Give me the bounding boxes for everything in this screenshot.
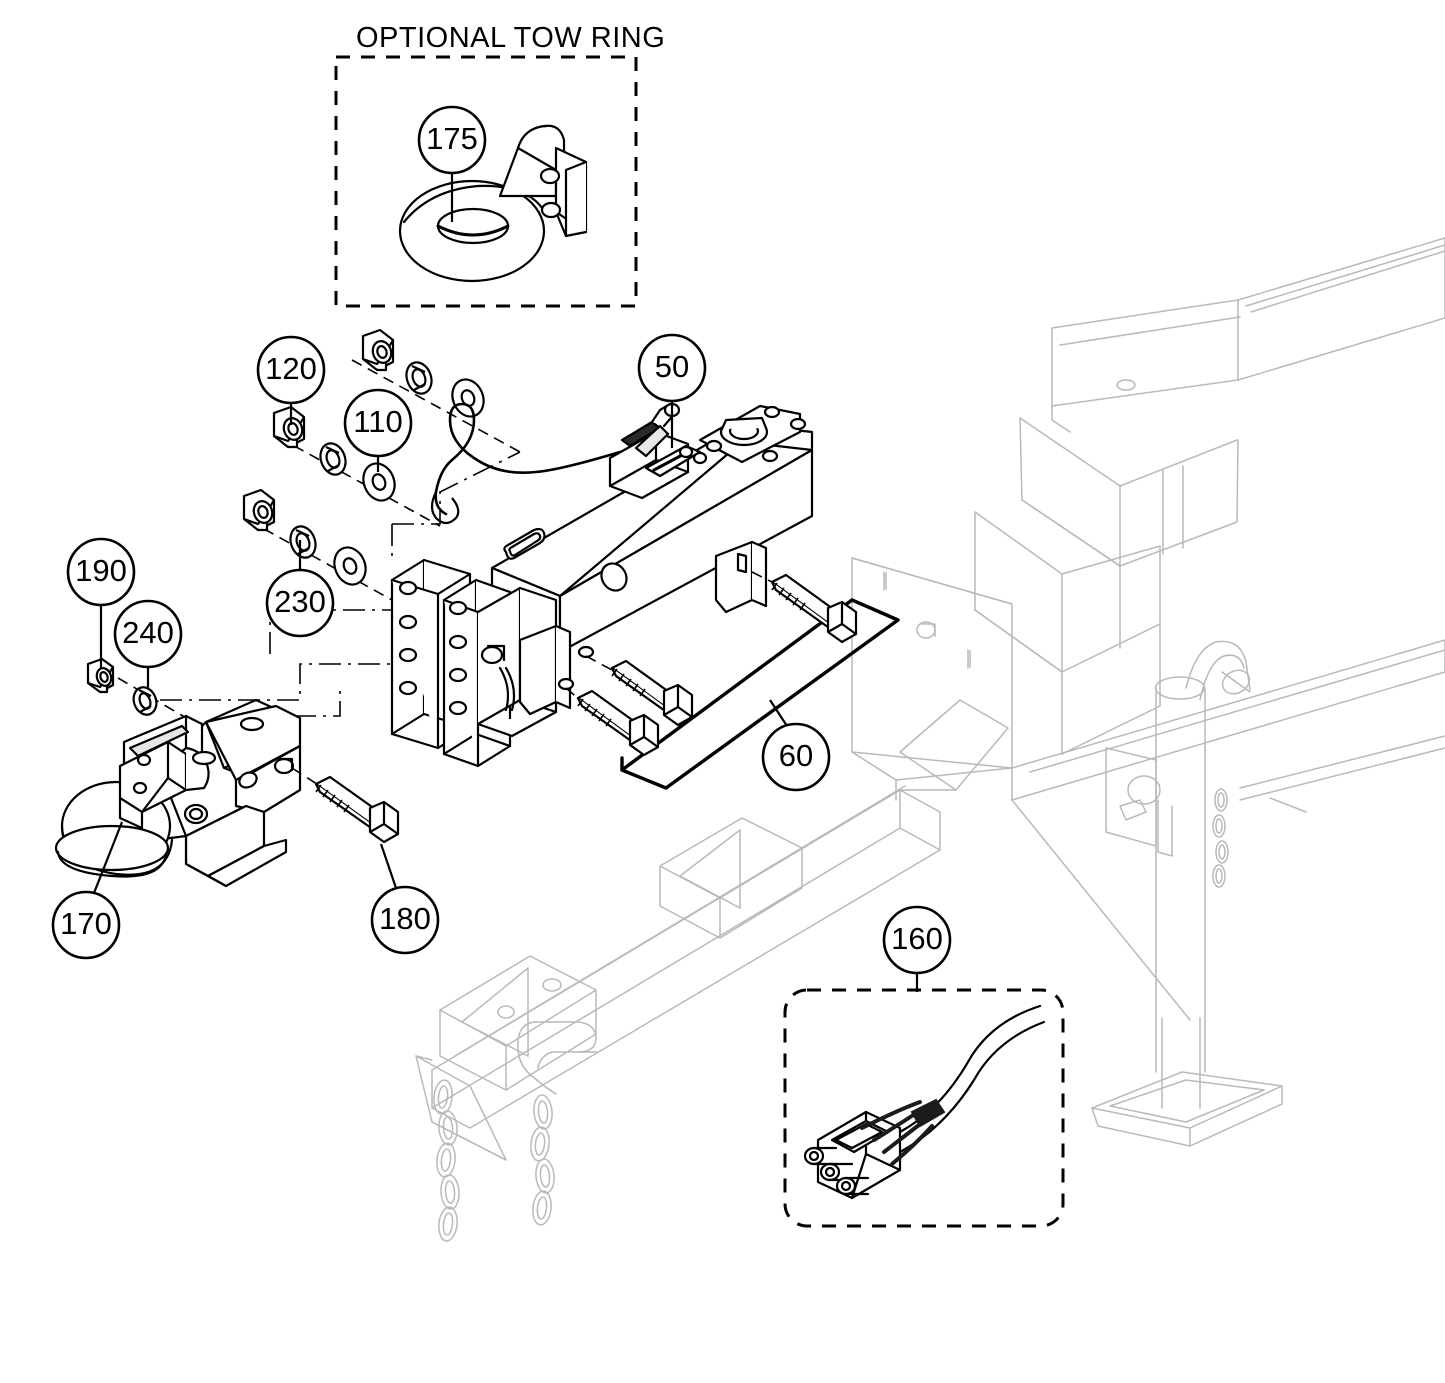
callout-number: 110 [353,404,402,439]
hardware-stack-lower [242,488,367,586]
harness-wire-wrap [910,1098,946,1128]
part-tow-ring [398,124,588,283]
small-lock-washer [132,686,158,716]
part-wiring-harness [803,1004,1046,1200]
lock-washer-upper [405,361,433,395]
part-mounting-plate [620,598,900,790]
callout-bubble[interactable] [343,388,413,458]
hex-nut-upper [361,328,395,372]
hex-bolt-c [576,689,660,757]
lock-washer-lower [289,525,317,559]
callout-mounting-plate[interactable]: 60 [761,699,831,792]
callout-number: 175 [426,121,478,156]
tow-ring-inset-box [334,55,638,308]
callout-leader-line [769,699,788,727]
callout-ball-coupler[interactable]: 170 [51,821,124,960]
callout-tongue-channel[interactable]: 50 [637,333,707,448]
callout-number: 120 [265,351,317,386]
callout-number: 230 [274,584,326,619]
callout-bubble[interactable] [370,885,440,955]
callout-bubble[interactable] [882,905,952,975]
callout-bubble[interactable] [51,890,121,960]
flat-washer-upper [451,378,485,418]
small-hex-nut [86,657,115,694]
lock-washer-middle [319,442,347,476]
callout-bubble[interactable] [417,105,487,175]
harness-inset-box [783,988,1065,1228]
callout-leader-line [92,821,124,894]
callout-small-hex-nut[interactable]: 190 [66,537,136,668]
hardware-stack-coupler [86,657,158,716]
callout-small-lock-washer[interactable]: 240 [113,599,183,688]
hex-nut-middle [272,405,306,449]
callout-bubble[interactable] [265,568,335,638]
breakaway-lanyard-loop [430,491,460,525]
callout-number: 60 [779,738,813,773]
callout-number: 170 [60,906,112,941]
callout-carriage-bolt[interactable]: 180 [370,843,440,955]
callout-wiring-harness[interactable]: 160 [882,905,952,992]
callout-bubble[interactable] [66,537,136,607]
breakaway-lanyard [434,402,622,516]
hardware-stack-middle [272,405,396,502]
callout-flat-washer[interactable]: 110 [343,388,413,472]
callout-leader-line [379,843,398,889]
callout-number: 160 [891,921,943,956]
callout-bubble[interactable] [113,599,183,669]
callout-number: 50 [655,349,689,384]
flat-washer-middle [362,462,396,502]
hex-bolt-b [610,659,694,727]
mounting-plate-tabs [518,540,768,716]
page-title: OPTIONAL TOW RING [356,22,666,54]
callout-bubble[interactable] [637,333,707,403]
callout-bubble[interactable] [761,722,831,792]
hex-bolt-a [770,573,858,644]
tongue-jack [1091,640,1283,1147]
callout-lock-washer[interactable]: 230 [265,540,335,638]
hardware-stack-upper [361,328,485,418]
callout-number: 190 [75,553,127,588]
callout-number: 180 [379,901,431,936]
callout-number: 240 [122,615,174,650]
hex-bolt-coupler [314,775,400,844]
callout-hex-nut[interactable]: 120 [256,335,326,425]
hex-nut-lower [242,488,276,532]
callout-bubble[interactable] [256,335,326,405]
flat-washer-lower [333,546,367,586]
callout-tow-ring[interactable]: 175 [417,105,487,222]
